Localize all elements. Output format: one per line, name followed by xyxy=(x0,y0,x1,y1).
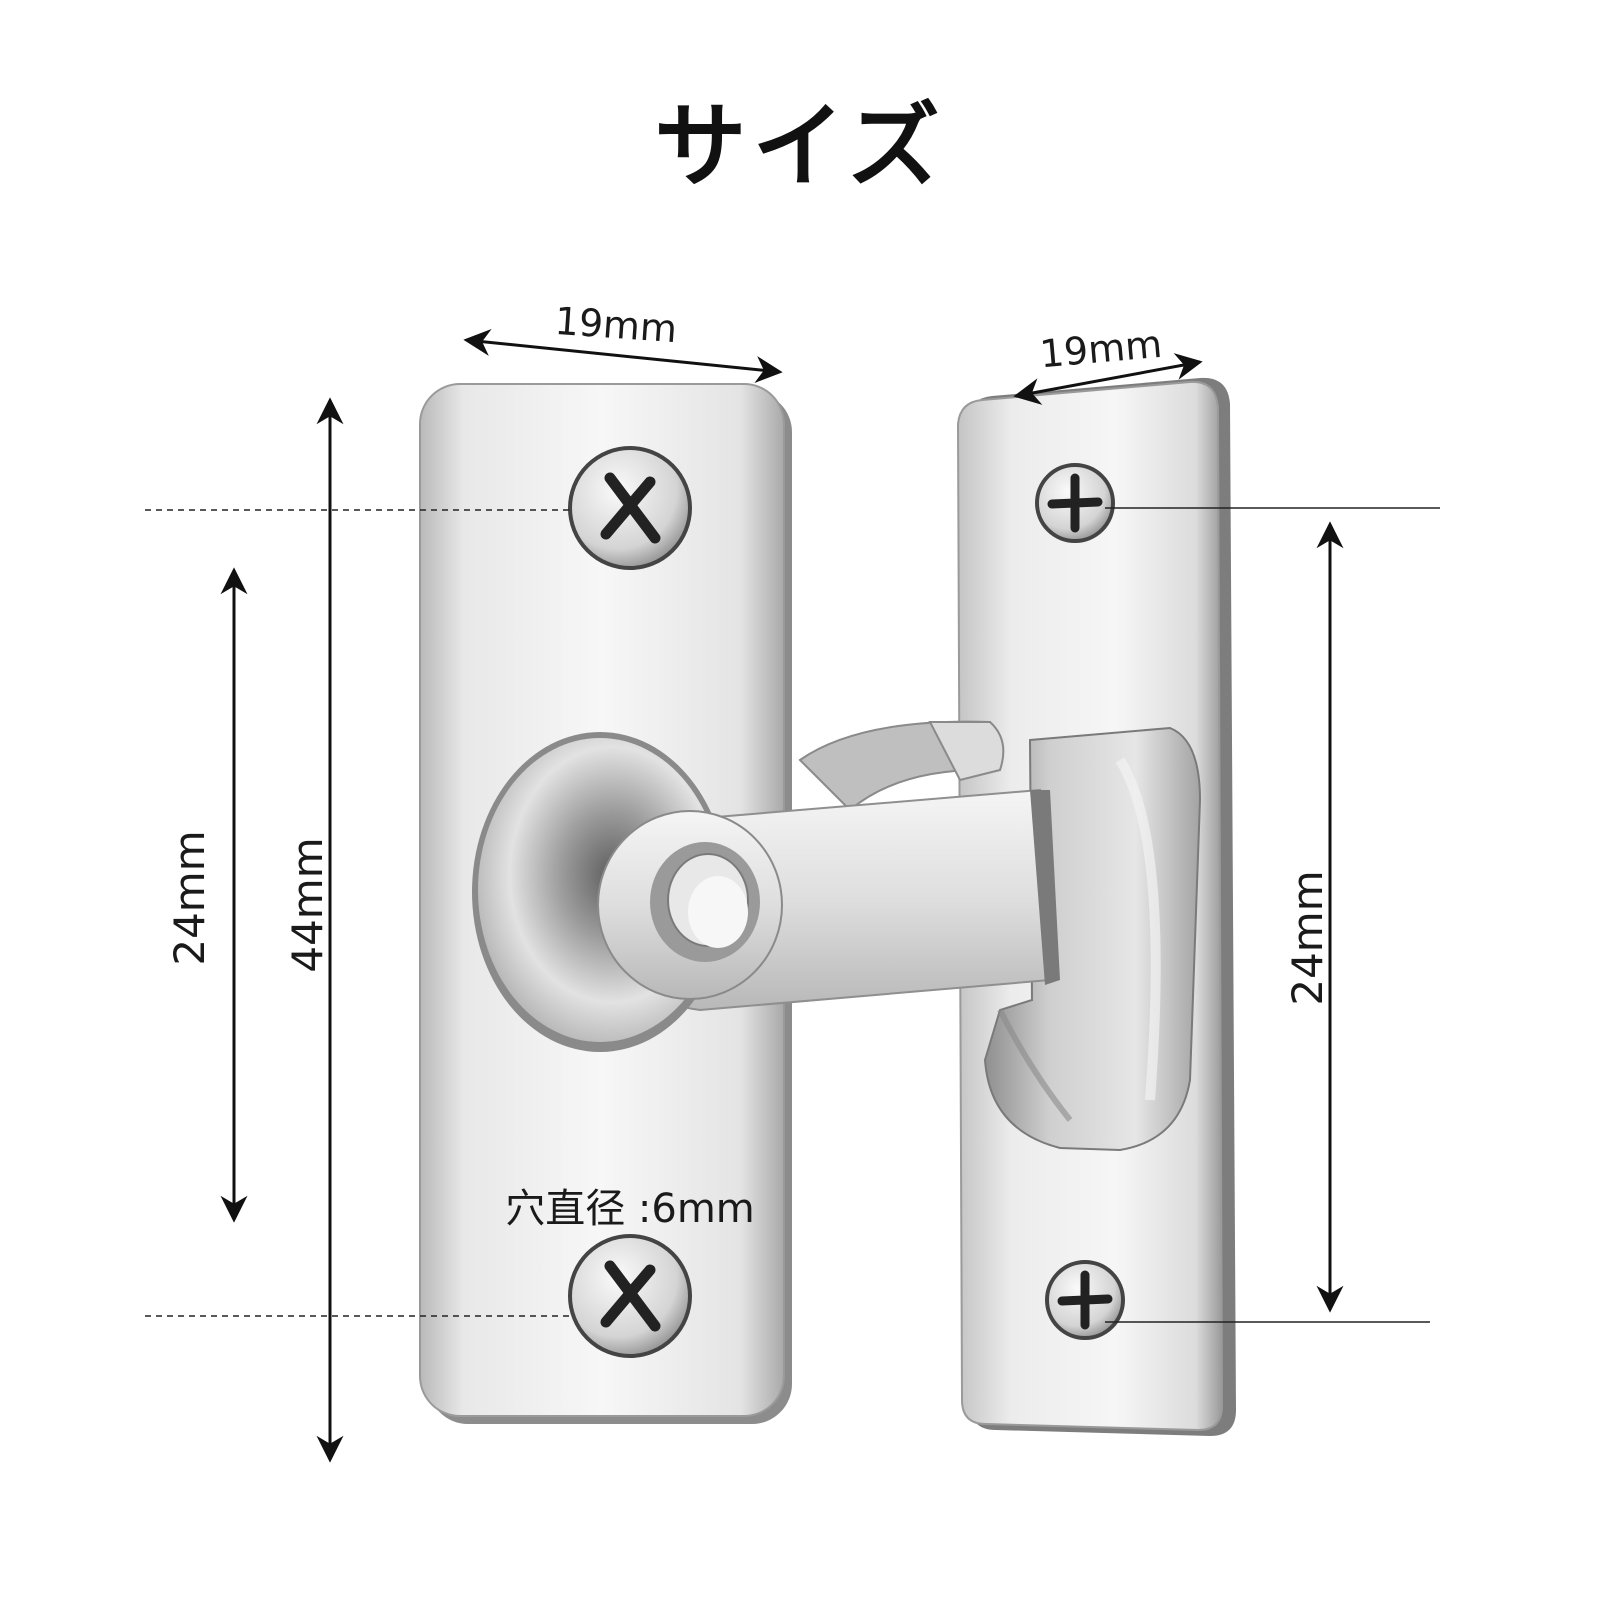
page-title: サイズ xyxy=(654,93,946,200)
label-left-total-height: 44mm xyxy=(283,837,332,972)
label-left-hole-spacing: 24mm xyxy=(165,830,214,965)
label-right-hole-spacing: 24mm xyxy=(1283,870,1332,1005)
arrow-left-width xyxy=(463,329,783,383)
screw-right-bottom xyxy=(1045,1260,1125,1340)
pivot-pin xyxy=(650,842,760,962)
screw-left-bottom xyxy=(568,1234,692,1358)
screw-left-top xyxy=(568,446,692,570)
arrow-right-width xyxy=(1013,353,1203,405)
dimension-arrows xyxy=(220,329,1344,1463)
screw-right-top xyxy=(1035,463,1115,543)
label-right-width: 19mm xyxy=(1038,322,1164,376)
label-left-width: 19mm xyxy=(553,299,678,351)
label-hole-diameter: 穴直径 :6mm xyxy=(505,1186,755,1232)
dimension-guides xyxy=(145,507,1440,1323)
